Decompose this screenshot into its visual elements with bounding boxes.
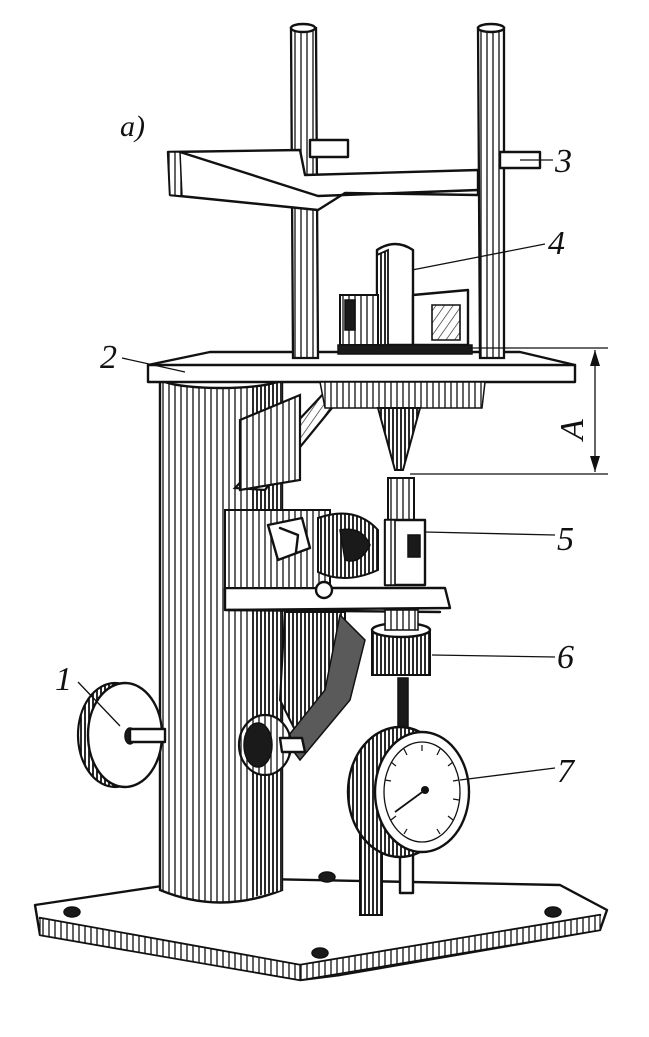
dial-indicator: [346, 725, 471, 859]
label-4: 4: [548, 225, 565, 262]
lever-bracket: [278, 611, 366, 762]
leader-lines: [77, 159, 556, 781]
handwheel: [76, 681, 167, 789]
label-6: 6: [557, 639, 574, 676]
label-7: 7: [557, 753, 576, 790]
top-table: [146, 350, 577, 471]
support-bracket: [232, 390, 348, 492]
crossbar: [166, 138, 542, 212]
spindle: [383, 477, 427, 587]
clamp-holder: [337, 242, 473, 355]
label-5: 5: [557, 521, 574, 558]
base-plate: [33, 871, 609, 982]
clamp-bolt: [266, 512, 379, 600]
dimension-a: [410, 347, 608, 475]
label-2: 2: [100, 339, 117, 376]
collar: [370, 609, 432, 676]
lever-knob: [237, 713, 307, 777]
label-1: 1: [55, 661, 72, 698]
label-3: 3: [554, 143, 572, 180]
dimension-label: A: [554, 419, 591, 442]
sub-figure-label: a): [120, 110, 145, 143]
guide-rods: [289, 22, 506, 360]
